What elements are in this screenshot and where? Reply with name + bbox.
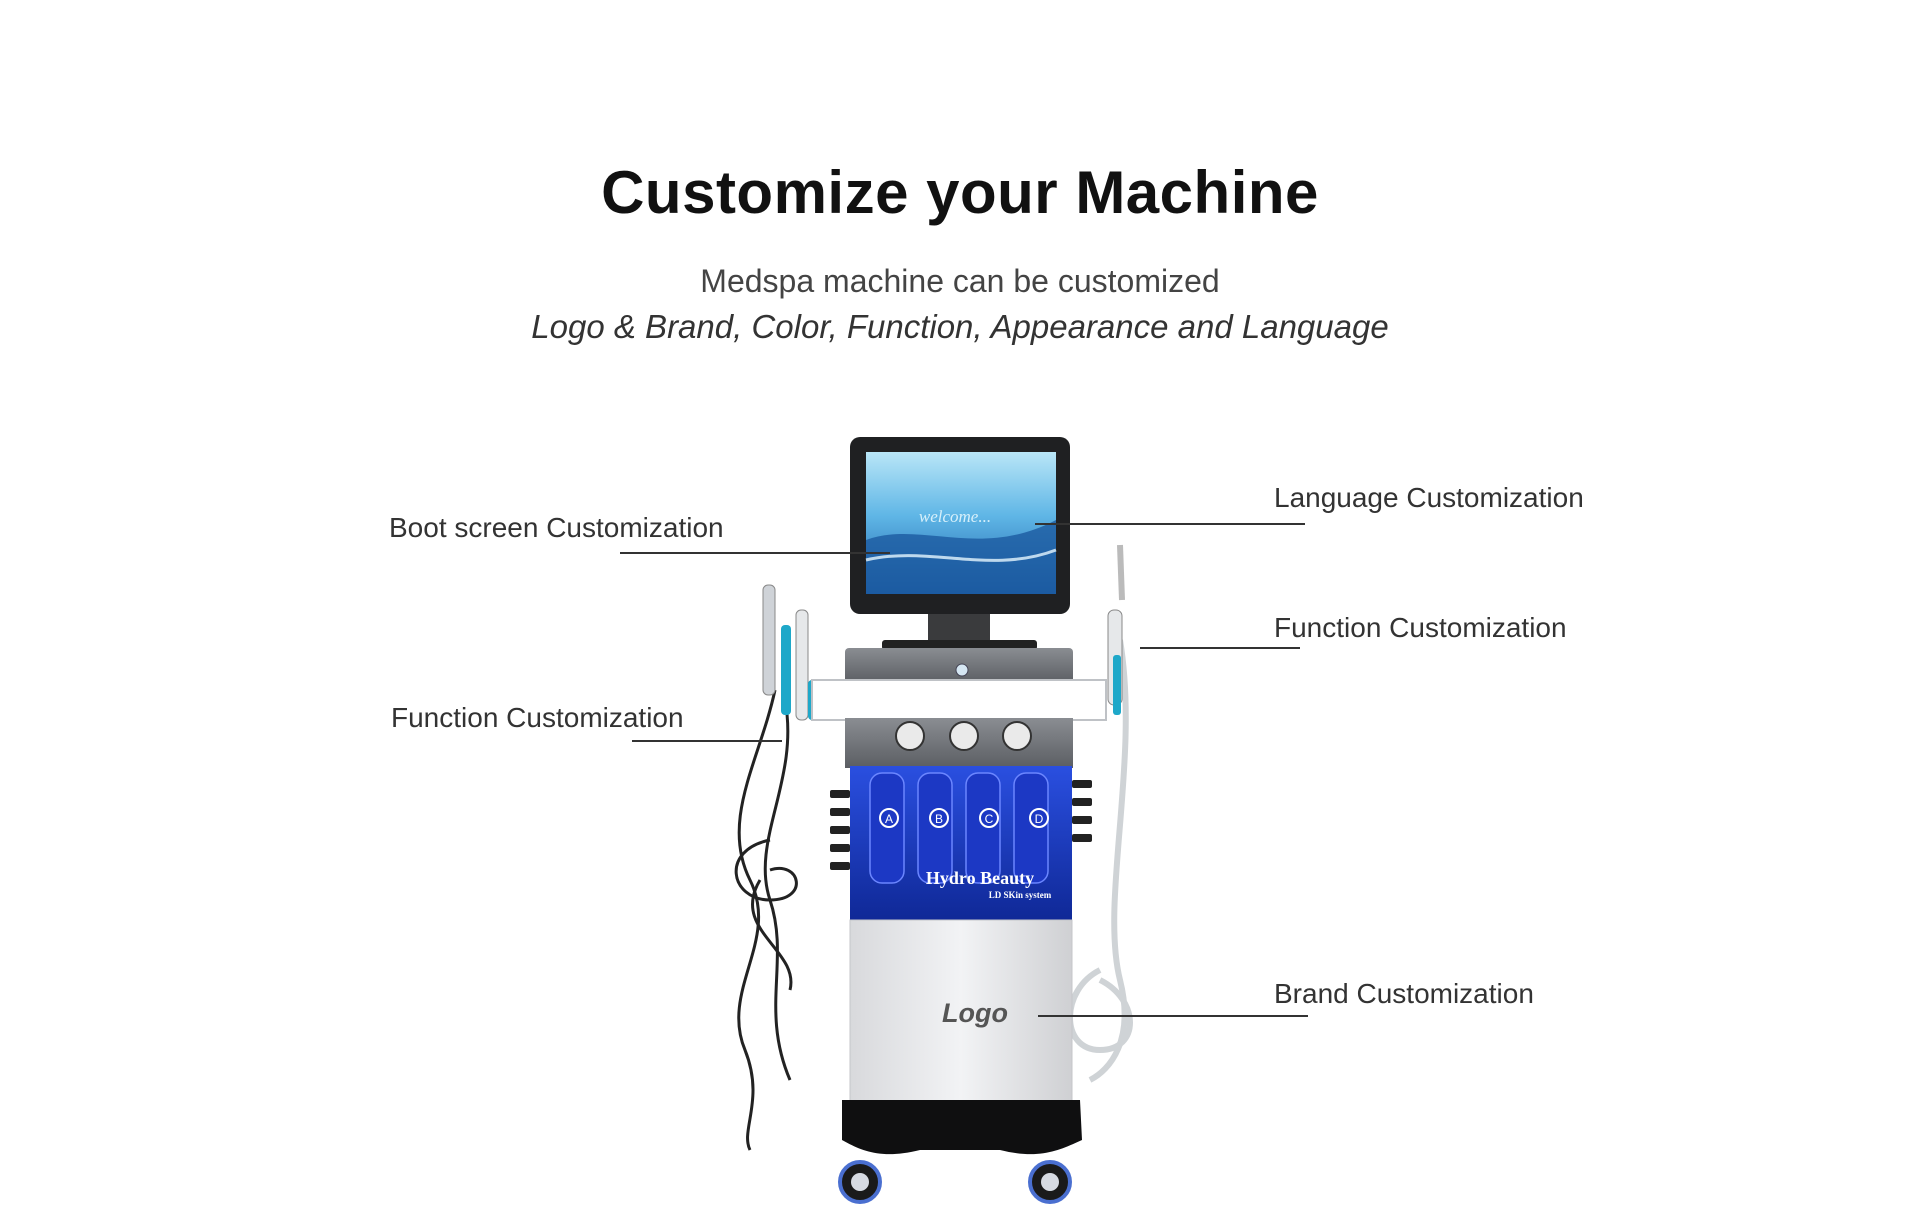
cabinet: Logo xyxy=(849,919,1073,1106)
right-cables xyxy=(1067,639,1133,1083)
screen-welcome-text: welcome... xyxy=(919,507,991,526)
page-subtitle-emphasis: Logo & Brand, Color, Function, Appearanc… xyxy=(531,308,1389,345)
bottle-label-b: B xyxy=(935,812,943,826)
callout-language: Language Customization xyxy=(1274,482,1584,513)
brand-subtext: LD SKin system xyxy=(989,890,1052,900)
leader-brand xyxy=(1038,1015,1308,1017)
callout-function-right: Function Customization xyxy=(1274,612,1567,643)
callout-boot-screen: Boot screen Customization xyxy=(389,512,724,543)
bottle-panel: A B C D Hydro Beauty LD SKin system xyxy=(830,766,1092,921)
brand-name-text: Hydro Beauty xyxy=(926,868,1034,888)
leader-function-left xyxy=(632,740,782,742)
page-subtitle: Medspa machine can be customized xyxy=(700,263,1220,299)
monitor: welcome... xyxy=(850,437,1070,650)
left-cables xyxy=(734,689,798,1151)
leader-language xyxy=(1035,523,1305,525)
base xyxy=(838,1100,1082,1204)
page-title: Customize your Machine xyxy=(601,159,1319,226)
leader-function-right xyxy=(1140,647,1300,649)
logo-placeholder-text: Logo xyxy=(942,998,1008,1028)
bottle-label-a: A xyxy=(885,812,893,826)
top-console xyxy=(811,648,1107,768)
callout-function-left: Function Customization xyxy=(391,702,684,733)
right-handpieces xyxy=(1107,544,1125,715)
leader-boot-screen xyxy=(620,552,890,554)
bottle-label-c: C xyxy=(985,812,994,826)
callout-brand: Brand Customization xyxy=(1274,978,1534,1009)
bottle-label-d: D xyxy=(1035,812,1044,826)
